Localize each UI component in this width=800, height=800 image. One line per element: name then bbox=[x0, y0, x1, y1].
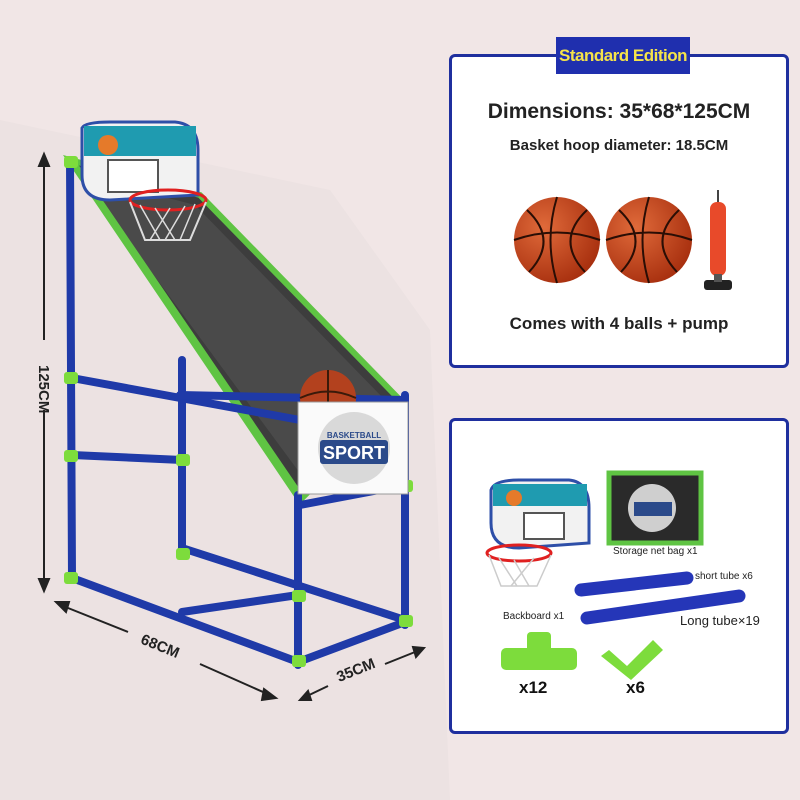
short-tube-part bbox=[574, 571, 694, 597]
edition-badge: Standard Edition bbox=[556, 37, 690, 74]
backboard-part bbox=[485, 478, 591, 587]
sign-main-text: SPORT bbox=[323, 443, 385, 463]
balls-caption: Comes with 4 balls + pump bbox=[509, 314, 729, 333]
basketball-icon bbox=[98, 135, 118, 155]
short-tube-label: short tube x6 bbox=[695, 571, 753, 582]
height-label: 125CM bbox=[35, 365, 52, 414]
elbow-count-label: x6 bbox=[626, 678, 645, 697]
sign-top-text: BASKETBALL bbox=[327, 431, 381, 440]
hoop-diameter-text: Basket hoop diameter: 18.5CM bbox=[509, 137, 729, 154]
storage-bag-label: Storage net bag x1 bbox=[613, 546, 698, 557]
accessories-illustration bbox=[513, 190, 732, 290]
pump-icon bbox=[704, 190, 732, 290]
elbow-connector-part bbox=[601, 640, 663, 680]
long-tube-part bbox=[580, 589, 746, 625]
parts-illustration bbox=[485, 470, 746, 680]
dimensions-text: Dimensions: 35*68*125CM bbox=[487, 100, 751, 123]
basketball-icon bbox=[605, 196, 693, 284]
arcade-basketball-stand: BASKETBALL SPORT bbox=[37, 120, 427, 702]
storage-bag-part bbox=[606, 470, 704, 546]
long-tube-label: Long tube×19 bbox=[680, 613, 760, 628]
backboard-label: Backboard x1 bbox=[503, 611, 565, 622]
tee-count-label: x12 bbox=[519, 678, 548, 697]
tee-connector-part bbox=[501, 632, 577, 670]
basketball-icon bbox=[513, 196, 601, 284]
